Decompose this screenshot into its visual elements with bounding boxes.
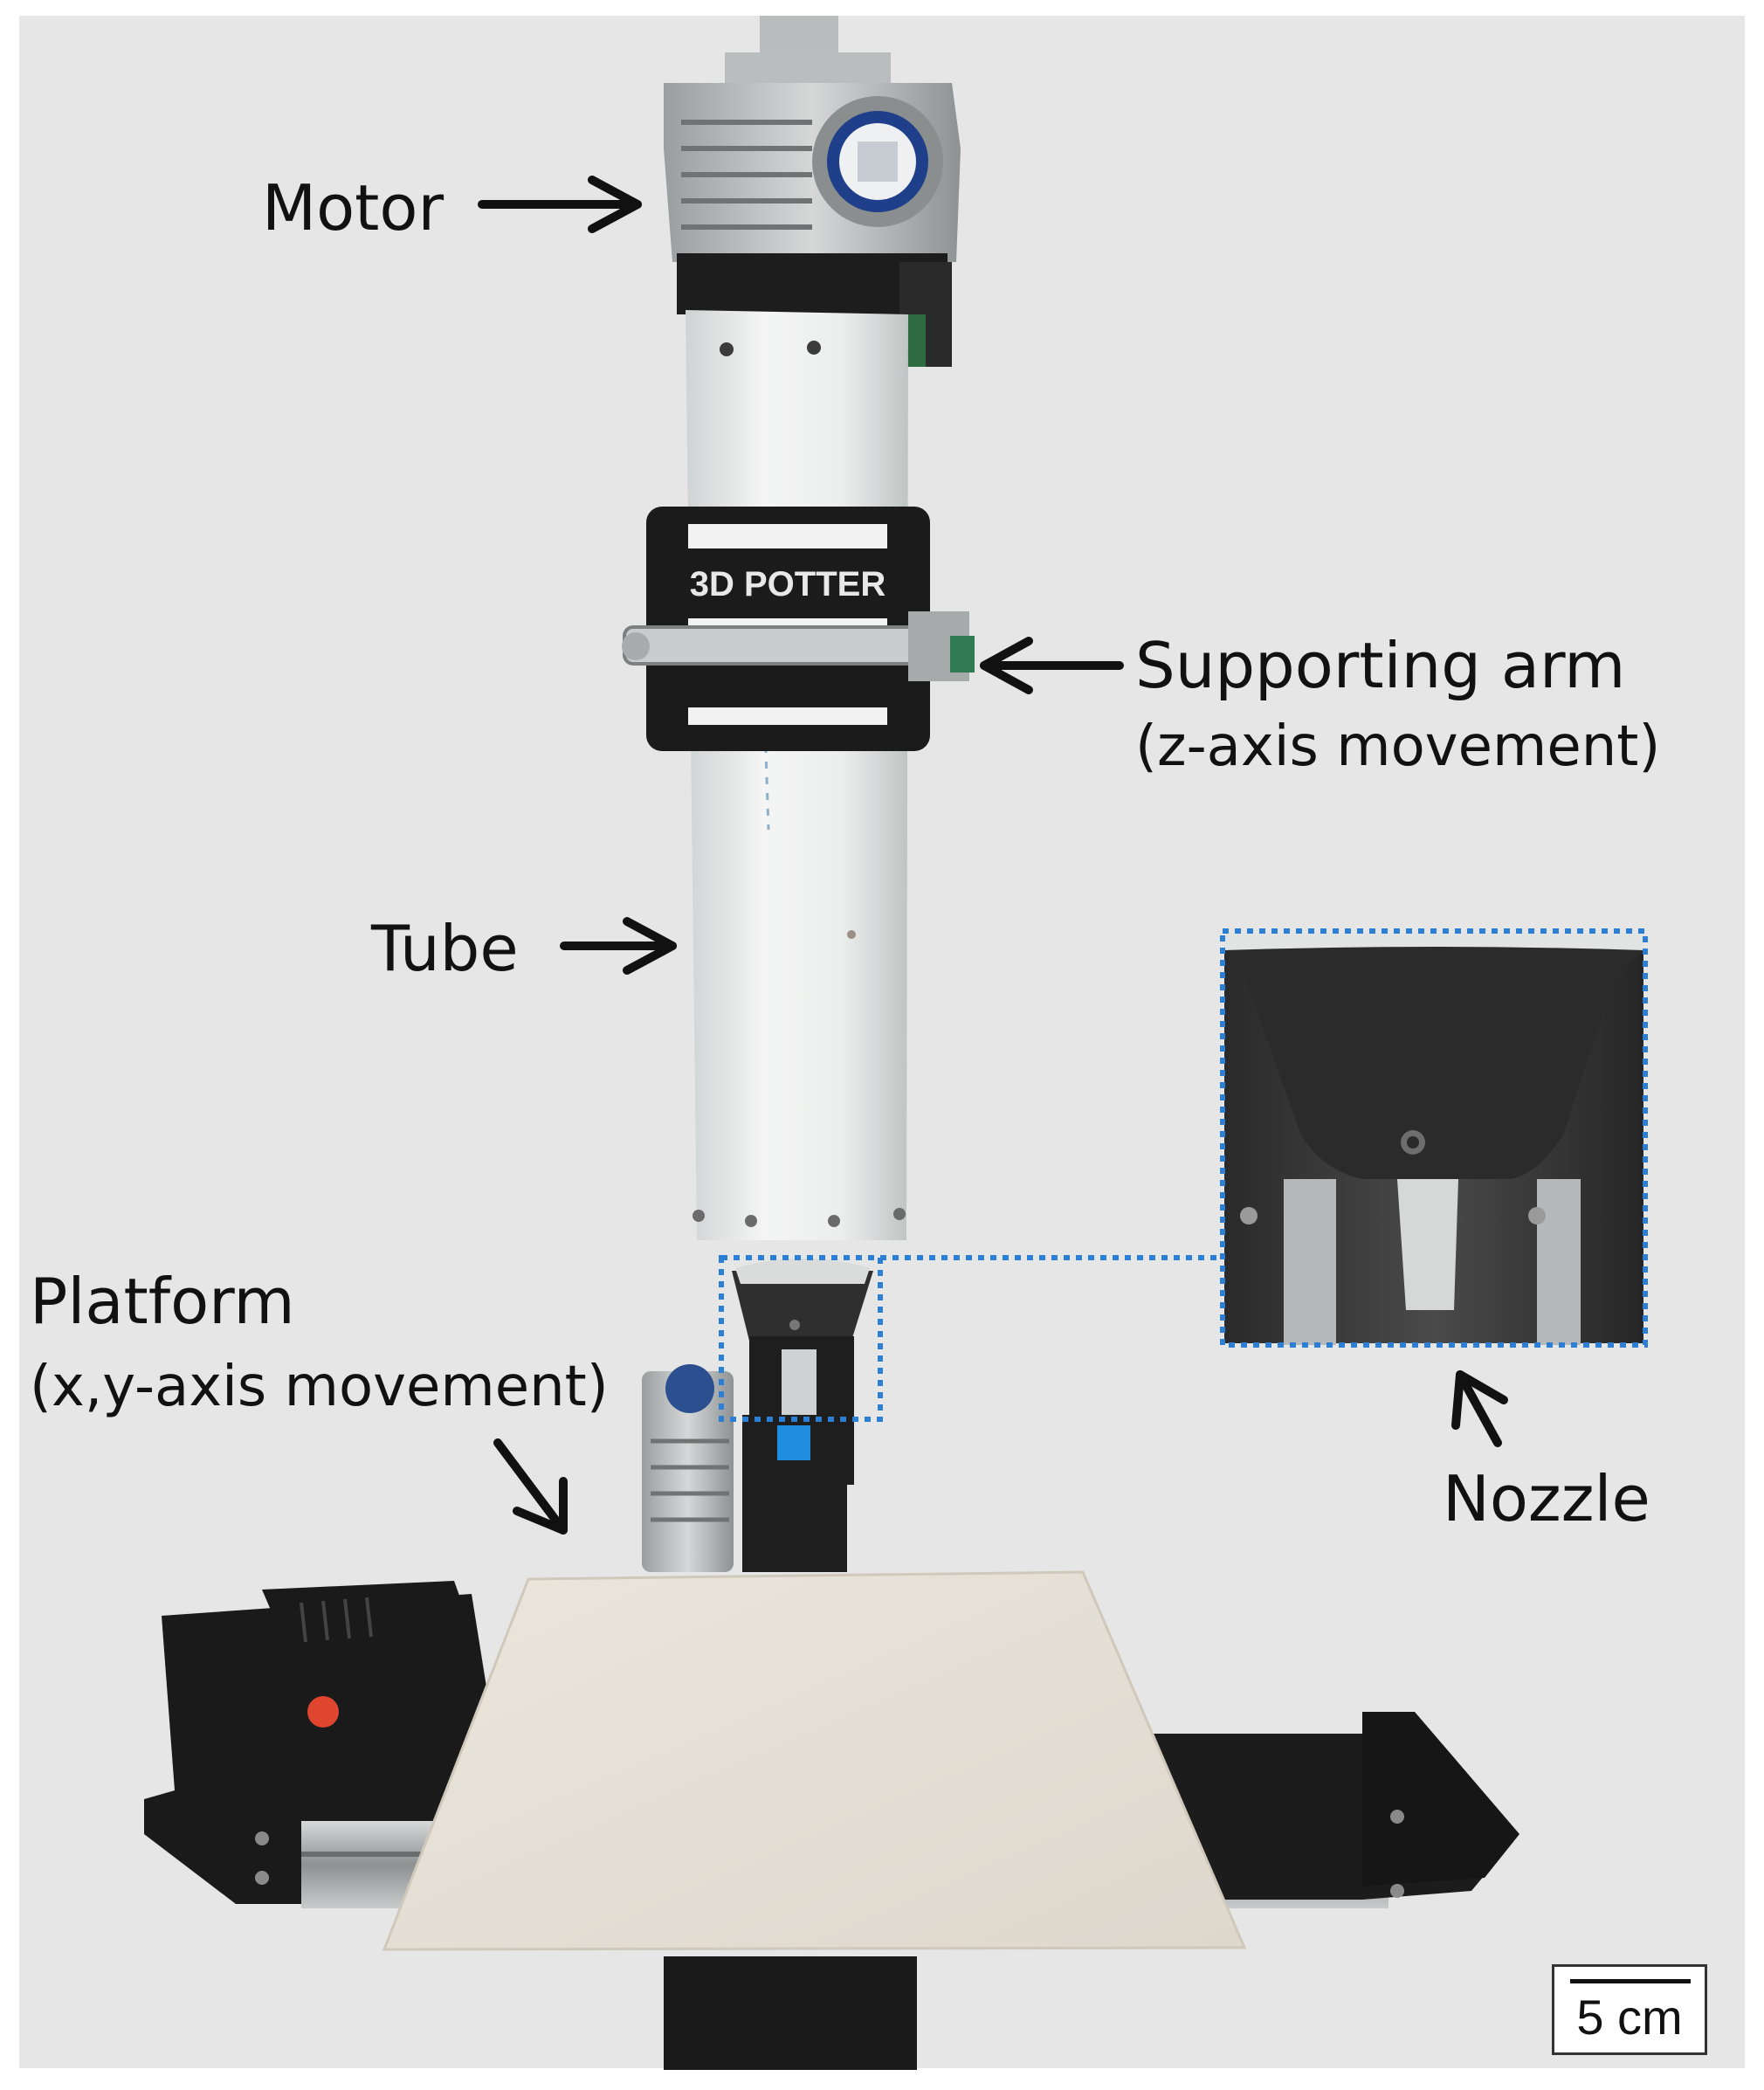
inset-highlight bbox=[719, 928, 1648, 1422]
scale-bar-text: 5 cm bbox=[1576, 1990, 1683, 2045]
scale-bar-line bbox=[1570, 1979, 1691, 1983]
supporting-arm-arrow bbox=[980, 637, 1124, 694]
motor-assembly bbox=[664, 16, 961, 367]
nozzle-small bbox=[732, 1259, 873, 1485]
platform-sublabel: (x,y-axis movement) bbox=[30, 1355, 609, 1419]
motor-label: Motor bbox=[262, 171, 444, 245]
platform-motor bbox=[642, 1364, 847, 1572]
platform-plate bbox=[382, 1570, 1247, 1951]
platform-label: Platform bbox=[30, 1265, 295, 1338]
nozzle-arrow bbox=[1451, 1370, 1508, 1447]
supporting-arm-label: Supporting arm bbox=[1135, 629, 1626, 702]
supporting-arm-clamp: 3D POTTER bbox=[622, 507, 975, 751]
label-arrows bbox=[478, 176, 1508, 1535]
tube-arrow bbox=[560, 917, 677, 975]
tube-label: Tube bbox=[371, 912, 519, 985]
nozzle-inset bbox=[1224, 933, 1643, 1345]
nozzle-label: Nozzle bbox=[1443, 1462, 1650, 1535]
device-brand-label: 3D POTTER bbox=[690, 565, 886, 604]
supporting-arm-sublabel: (z-axis movement) bbox=[1135, 714, 1661, 779]
platform-arrow bbox=[493, 1438, 568, 1535]
tube bbox=[686, 310, 908, 1240]
scale-bar: 5 cm bbox=[1552, 1964, 1707, 2055]
motor-arrow bbox=[478, 176, 642, 233]
